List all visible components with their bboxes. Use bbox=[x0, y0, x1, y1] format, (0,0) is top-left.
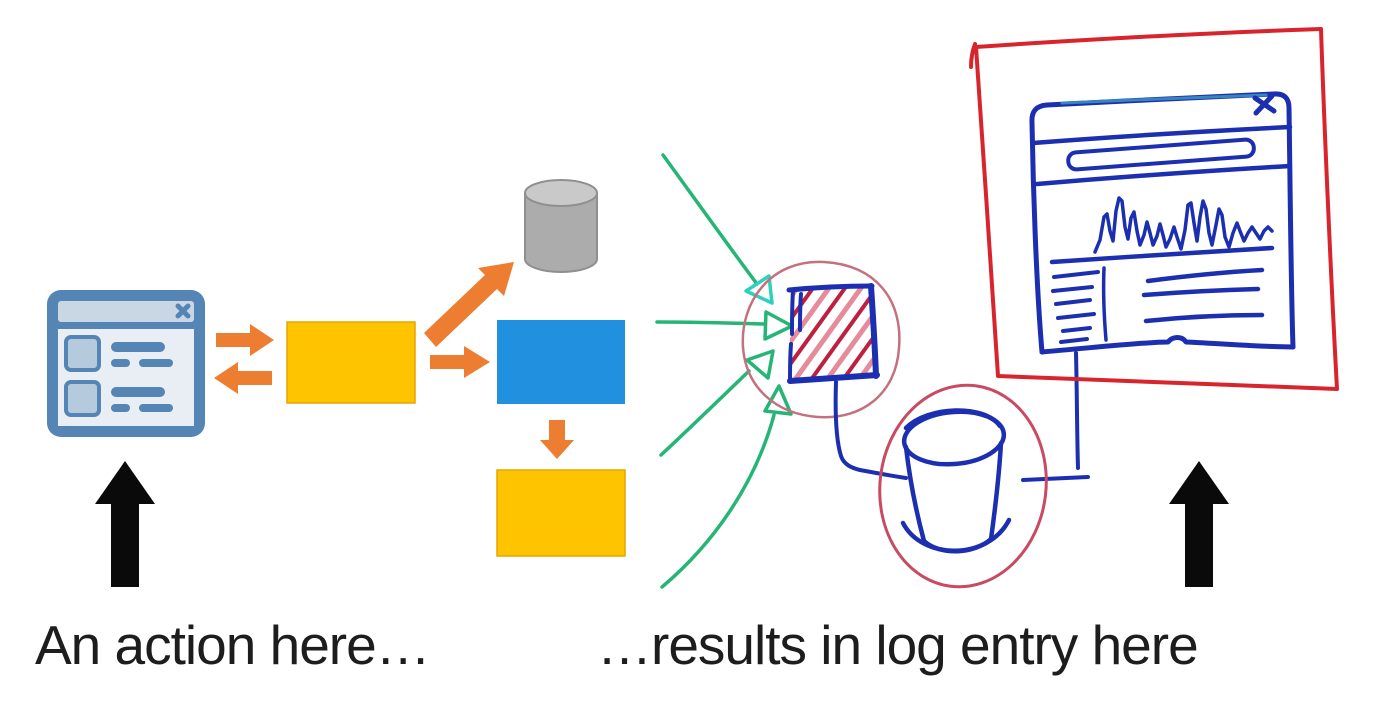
arrowhead-icon bbox=[763, 310, 794, 341]
cylinder-bottom-swoosh bbox=[900, 517, 1012, 553]
square-edge bbox=[790, 289, 795, 336]
red-frame bbox=[974, 27, 1339, 391]
hatch-line bbox=[789, 285, 860, 381]
sketch-collector-square-icon bbox=[741, 260, 901, 419]
red-frame-tail bbox=[969, 42, 977, 69]
text-line bbox=[111, 359, 130, 367]
database-cylinder-icon bbox=[524, 179, 598, 273]
cylinder-top bbox=[901, 409, 1007, 467]
browser-title-bar bbox=[58, 301, 194, 322]
square-edge bbox=[786, 283, 875, 293]
text-line bbox=[1059, 337, 1089, 344]
arrowhead-icon bbox=[744, 274, 774, 305]
log-entry-lines bbox=[1141, 267, 1265, 324]
connector-square-to-db bbox=[833, 380, 908, 480]
sketch-green-arrow bbox=[659, 369, 751, 457]
green-event-arrows bbox=[655, 153, 794, 589]
text-line bbox=[1056, 312, 1096, 320]
chart-baseline bbox=[1049, 245, 1275, 265]
text-line bbox=[111, 404, 130, 412]
text-line bbox=[1061, 326, 1092, 333]
sketch-connectors bbox=[833, 351, 1090, 482]
arrow-to-service-icon bbox=[430, 346, 490, 378]
text-line bbox=[139, 404, 173, 412]
caption-result: …results in log entry here bbox=[597, 614, 1199, 676]
titlebar-line bbox=[1030, 124, 1293, 146]
app-box bbox=[286, 321, 416, 404]
address-bar bbox=[1066, 137, 1256, 172]
line-chart-squiggle bbox=[1093, 196, 1274, 254]
arrow-down-icon bbox=[540, 420, 574, 459]
arrowhead-icon bbox=[745, 349, 775, 380]
sketch-green-arrow bbox=[660, 413, 776, 589]
text-line bbox=[1143, 312, 1265, 324]
sketch-circle bbox=[741, 260, 901, 419]
service-box bbox=[497, 320, 625, 404]
connector-window-to-db bbox=[1021, 475, 1090, 482]
text-line bbox=[1054, 298, 1092, 306]
worker-box bbox=[496, 469, 626, 557]
hatch-line bbox=[789, 285, 876, 381]
sketch-oval bbox=[878, 383, 1048, 589]
arrow-right-icon bbox=[216, 324, 274, 356]
toolbar-line bbox=[1034, 163, 1293, 187]
window-bottom bbox=[1039, 335, 1296, 355]
text-line bbox=[1141, 286, 1261, 298]
hatch-line bbox=[789, 285, 845, 381]
hatch-line bbox=[789, 285, 828, 381]
text-line bbox=[111, 342, 165, 352]
text-line bbox=[1051, 285, 1094, 293]
sketch-log-window-icon bbox=[969, 27, 1339, 391]
arrow-left-icon bbox=[214, 362, 272, 394]
divider-line bbox=[1101, 266, 1108, 342]
sketch-green-arrow bbox=[655, 320, 766, 326]
text-line bbox=[1145, 267, 1265, 284]
cylinder-side bbox=[988, 440, 1004, 542]
cylinder-top bbox=[524, 179, 598, 207]
text-line bbox=[1052, 270, 1100, 279]
titlebar-highlight bbox=[1060, 93, 1268, 105]
close-x-icon bbox=[175, 303, 191, 319]
caption-action: An action here… bbox=[35, 614, 431, 676]
request-response-arrows bbox=[214, 324, 274, 394]
close-x-icon bbox=[1252, 93, 1277, 116]
arrowhead-icon bbox=[763, 384, 793, 416]
cylinder-side bbox=[903, 444, 927, 544]
hatch-line bbox=[813, 285, 876, 381]
up-arrow-right-icon bbox=[1169, 461, 1229, 587]
text-line bbox=[139, 359, 173, 367]
connector-window-to-db bbox=[1074, 351, 1080, 470]
arrow-to-database-icon bbox=[424, 262, 514, 347]
square-edge bbox=[788, 342, 793, 383]
sketch-green-arrow bbox=[661, 153, 759, 286]
form-thumbnail bbox=[64, 335, 101, 372]
square-edge bbox=[787, 372, 880, 384]
log-sidebar-lines bbox=[1051, 266, 1108, 344]
sketch-database-icon bbox=[878, 383, 1048, 589]
square-edge bbox=[798, 292, 803, 332]
form-thumbnail bbox=[64, 380, 101, 417]
browser-window-icon bbox=[47, 290, 205, 437]
square-edge bbox=[868, 283, 879, 379]
text-line bbox=[111, 387, 165, 397]
up-arrow-left-icon bbox=[95, 461, 155, 587]
cylinder-body bbox=[524, 193, 598, 273]
